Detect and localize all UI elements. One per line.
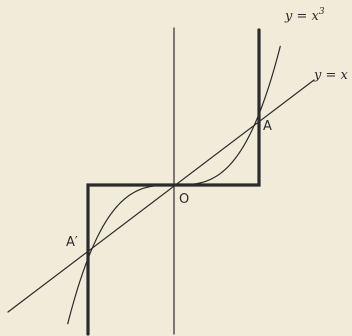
identity-line-label: y = x xyxy=(313,68,349,83)
point-a-prime-label: A′ xyxy=(66,235,78,250)
origin-label: O xyxy=(179,192,189,207)
identity-line xyxy=(7,79,315,313)
point-a-label: A xyxy=(263,119,272,134)
cubic-curve-label: y = x3 xyxy=(284,7,325,24)
limiting-step-line xyxy=(86,28,261,336)
